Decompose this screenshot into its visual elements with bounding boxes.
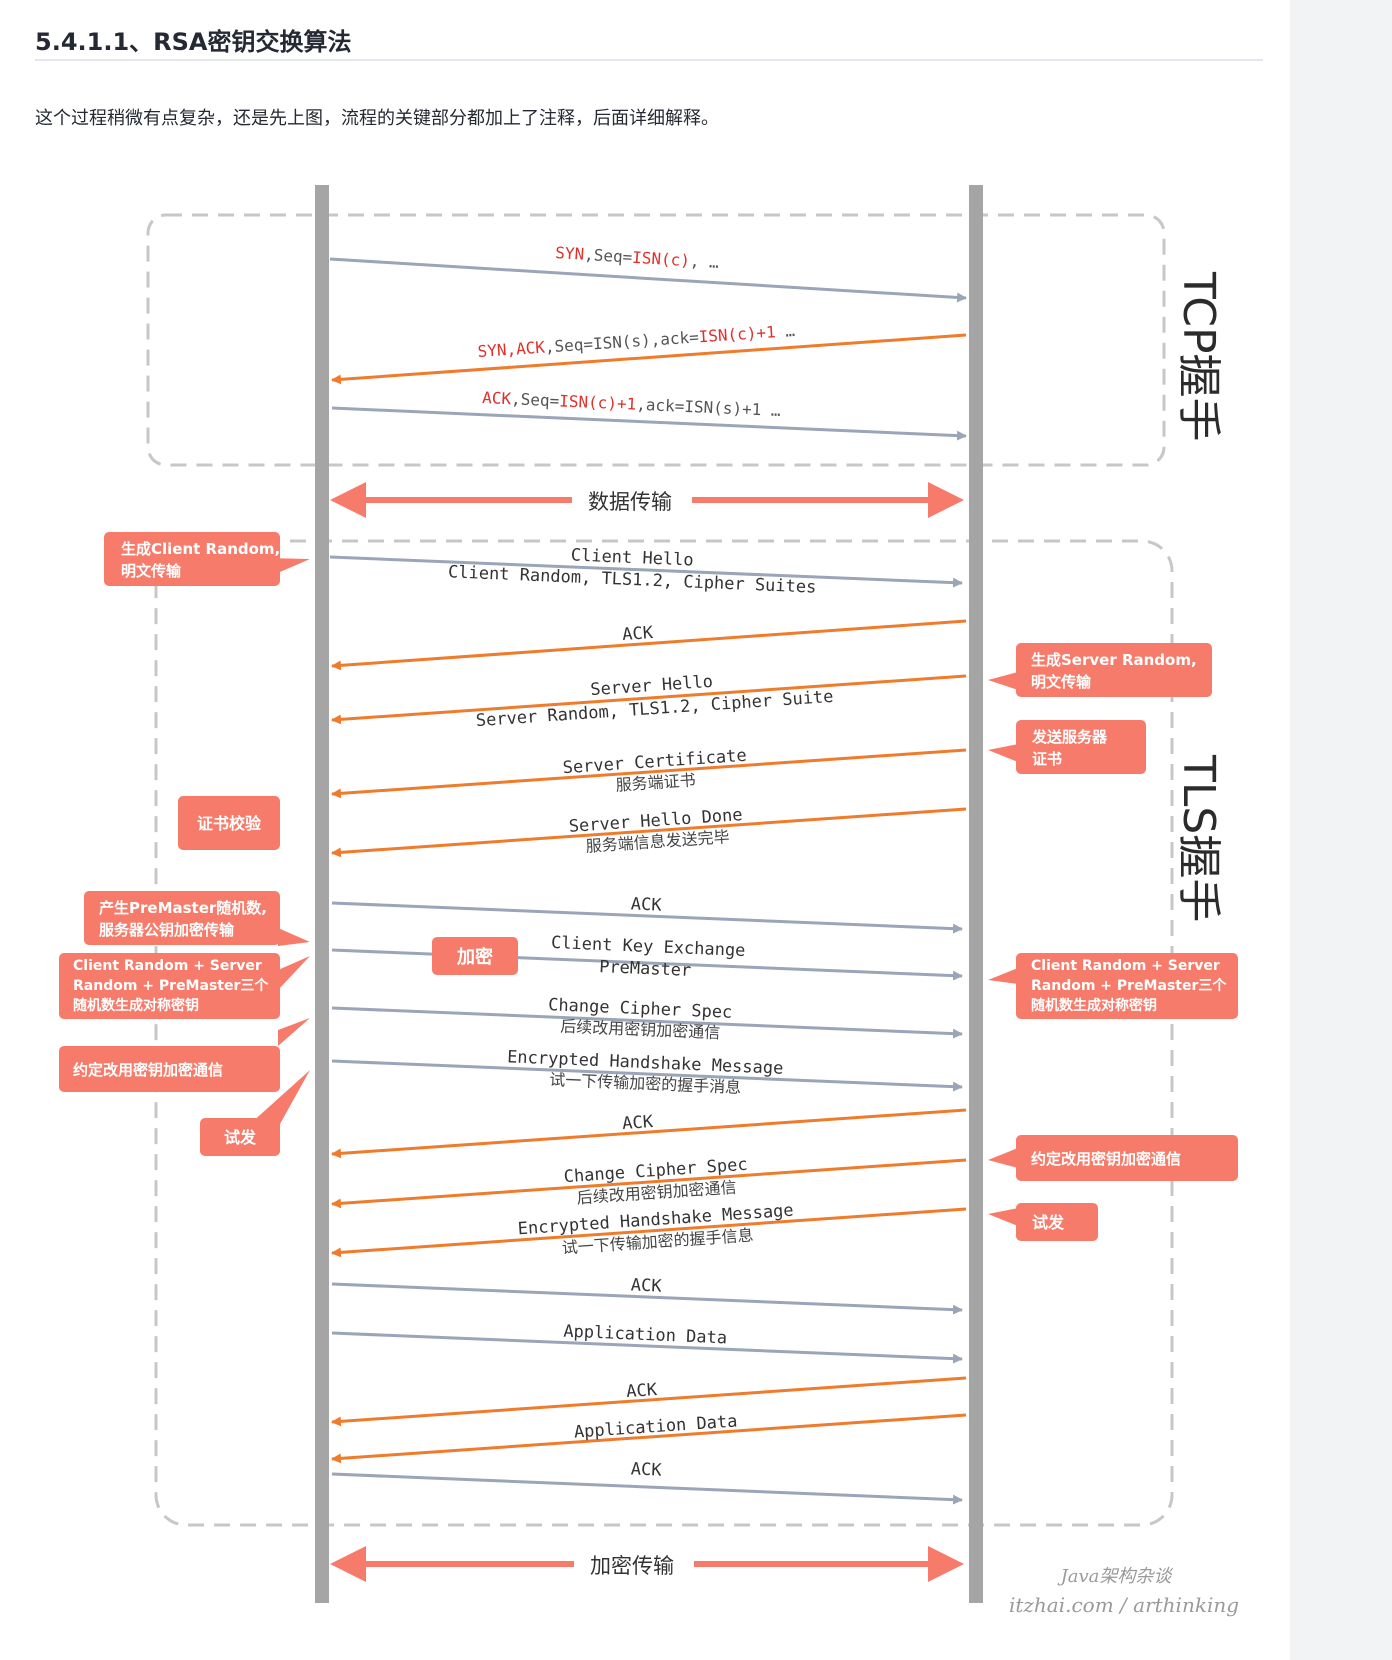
msg-ack-3-arrow [331,1108,967,1159]
callout-client-keygen-line3: 随机数生成对称密钥 [73,997,199,1014]
intro-paragraph: 这个过程稍微有点复杂，还是先上图，流程的关键部分都加上了注释，后面详细解释。 [35,108,719,129]
msg-client-key-exchange-detail: PreMaster [599,957,692,981]
msg-ack-5-arrow [331,1376,967,1427]
callout-pointer [988,672,1018,690]
tls-handshake-box [154,539,1174,1527]
callout-premaster-line2: 服务器公钥加密传输 [99,921,235,939]
callout-client-agree [59,1046,280,1092]
tcp-section-title: TCP握手 [1173,271,1224,442]
tls-section-title: TLS握手 [1173,754,1224,922]
msg-ack-label: ACK [622,623,655,645]
server-lifeline [969,185,983,1603]
callout-pointer [278,1018,310,1046]
callout-server-keygen-line2: Random + PreMaster三个 [1031,977,1227,994]
tcp-syn-label: SYN,Seq=ISN(c), … [555,243,720,272]
syn-isn-value: ISN(c) [632,248,691,270]
msg-ack-6-arrow [331,1472,963,1505]
msg-client-hello-arrow [329,555,963,588]
callout-server-random-line2: 明文传输 [1031,673,1092,691]
synack-ack-value: ISN(c)+1 [698,322,776,346]
synack-seq-text: ,Seq=ISN(s),ack= [544,327,699,356]
callout-client-try [200,1118,280,1156]
syn-ellipsis: , … [689,251,719,272]
msg-ack-4-label: ACK [630,1275,662,1296]
data-transfer-label: 数据传输 [588,490,672,514]
data-transfer-arrow [330,482,964,518]
callout-send-cert-line2: 证书 [1032,750,1062,768]
ack-ellipsis: ,ack=ISN(s)+1 … [636,395,781,420]
msg-ack-2-arrow [331,901,963,934]
callout-encrypt [432,937,518,975]
msg-ack-4-arrow [331,1282,963,1315]
callout-server-agree [1016,1135,1238,1181]
encrypted-transfer-label: 加密传输 [590,1554,674,1578]
msg-ack-3-label: ACK [622,1112,655,1134]
tcp-synack-label: SYN,ACK,Seq=ISN(s),ack=ISN(c)+1 … [477,321,795,361]
ack-seq-text: ,Seq= [511,389,560,410]
msg-server-change-cipher-spec-arrow [331,1158,967,1209]
heading-divider [35,59,1263,61]
encrypted-transfer-arrow [330,1546,964,1582]
watermark-site: itzhai.com / arthinking [1009,1593,1239,1617]
tcp-synack-arrow [331,333,967,385]
callout-client-random-line1: 生成Client Random, [121,540,280,558]
callout-client-try-text: 试发 [224,1128,257,1147]
msg-change-cipher-spec-arrow [331,1006,963,1039]
callout-send-cert [1016,720,1146,774]
callout-server-try-text: 试发 [1032,1213,1065,1232]
callout-pointer [988,1148,1018,1168]
client-lifeline [315,185,329,1603]
msg-application-data-arrow [331,1331,963,1364]
callout-pointer [278,956,310,990]
msg-encrypted-handshake-arrow [331,1059,963,1092]
msg-ack-6-label: ACK [630,1459,662,1480]
callout-server-random [1016,643,1212,697]
msg-server-certificate-arrow [331,748,967,799]
callout-cert-verify [178,796,280,850]
msg-server-certificate-detail: 服务端证书 [615,770,696,794]
callout-client-agree-text: 约定改用密钥加密通信 [73,1061,223,1079]
watermark-brand: Java架构杂谈 [1057,1566,1174,1587]
ack-isn-value: ISN(c)+1 [559,391,637,413]
msg-server-application-data-arrow [331,1413,967,1464]
callout-server-agree-text: 约定改用密钥加密通信 [1031,1150,1181,1168]
callout-server-try [1016,1203,1098,1241]
callout-premaster [84,891,280,945]
callout-client-keygen [59,953,280,1019]
msg-ack-5-label: ACK [626,1380,659,1402]
callout-server-keygen [1016,953,1238,1019]
msg-server-encrypted-handshake-arrow [331,1207,967,1258]
callout-cert-verify-text: 证书校验 [197,814,262,833]
tcp-syn-arrow [329,257,967,303]
callout-encrypt-text: 加密 [456,946,493,968]
callout-client-random [104,532,280,586]
msg-server-hello-done-arrow [331,807,967,858]
syn-seq-text: ,Seq= [584,245,633,267]
callout-client-keygen-line2: Random + PreMaster三个 [73,977,269,994]
msg-server-hello-arrow [331,674,967,725]
callout-pointer [250,1070,310,1124]
callout-pointer [988,744,1018,762]
callout-server-keygen-line3: 随机数生成对称密钥 [1031,997,1157,1014]
callout-pointer [278,928,310,946]
callout-premaster-line1: 产生PreMaster随机数, [99,899,267,917]
callout-pointer [988,968,1018,984]
tcp-ack-arrow [331,406,967,441]
callout-pointer [988,1208,1018,1226]
msg-ack-2-label: ACK [630,894,662,915]
ack-keyword: ACK [482,388,512,408]
msg-client-key-exchange-title: Client Key Exchange [551,933,746,961]
callout-server-random-line1: 生成Server Random, [1031,651,1197,669]
msg-ack-arrow [331,619,967,671]
callout-client-random-line2: 明文传输 [121,562,182,580]
callout-send-cert-line1: 发送服务器 [1031,728,1108,746]
section-heading: 5.4.1.1、RSA密钥交换算法 [35,28,352,56]
callout-server-keygen-line1: Client Random + Server [1031,958,1220,974]
synack-ellipsis: … [775,321,795,341]
syn-keyword: SYN [555,243,585,264]
synack-keyword: SYN,ACK [477,338,546,361]
callout-client-keygen-line1: Client Random + Server [73,958,262,974]
